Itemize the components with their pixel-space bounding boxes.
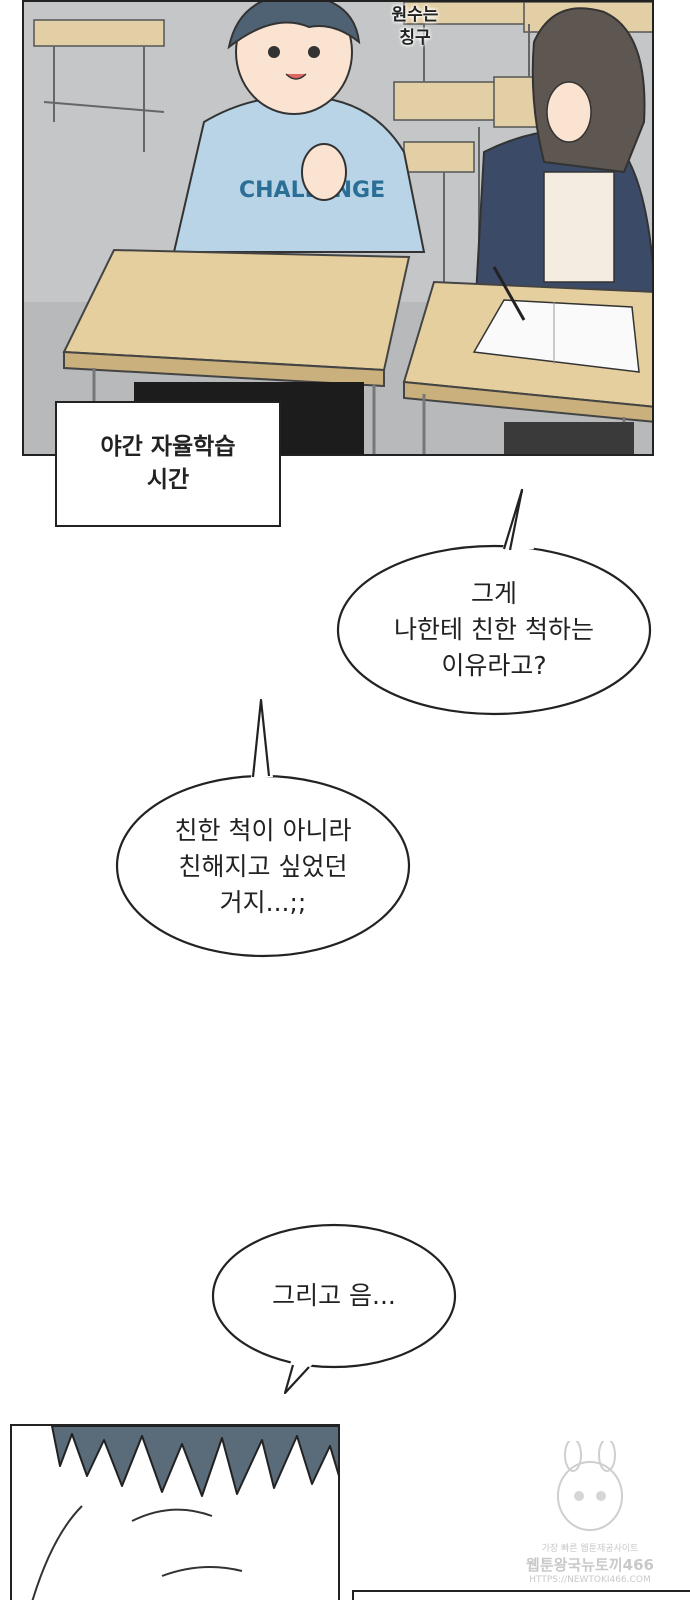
- watermark-line-2: 웹툰왕국뉴토끼466: [526, 1556, 654, 1574]
- panel-classroom: CHALLENGE: [22, 0, 654, 456]
- sfx-line-1: 원수는: [391, 5, 439, 25]
- panel-next-edge: [352, 1590, 690, 1600]
- speech-bubble-3-text: 그리고 음...: [219, 1251, 449, 1341]
- sfx-text: 원수는 칭구: [380, 4, 450, 50]
- speech-bubble-1: 그게 나한테 친한 척하는 이유라고?: [334, 488, 654, 720]
- girl-figure: [472, 7, 652, 333]
- speech-bubble-3-shape: [211, 1223, 457, 1395]
- bubble-2-line-3: 거지...;;: [219, 888, 307, 918]
- sfx-line-2: 칭구: [399, 27, 431, 48]
- watermark-line-3: HTTPS://NEWTOKI466.COM: [529, 1575, 651, 1585]
- closeup-illustration: [31, 1426, 338, 1600]
- panel-closeup: [10, 1424, 340, 1600]
- speech-bubble-3: 그리고 음...: [209, 1221, 459, 1397]
- bubble-3-line-1: 그리고 음...: [272, 1280, 396, 1310]
- bubble-2-line-1: 친한 척이 아니라: [174, 815, 352, 845]
- watermark-mascot-icon: [557, 1441, 623, 1531]
- speech-bubble-1-text: 그게 나한테 친한 척하는 이유라고?: [344, 560, 644, 700]
- watermark-line-1: 가장 빠른 웹툰제공사이트: [541, 1544, 639, 1554]
- speech-bubble-1-shape: [336, 488, 652, 716]
- speech-bubble-2-text: 친한 척이 아니라 친해지고 싶었던 거지...;;: [123, 792, 403, 942]
- speech-bubble-2: 친한 척이 아니라 친해지고 싶었던 거지...;;: [113, 696, 413, 960]
- bubble-1-line-2: 나한테 친한 척하는: [394, 614, 594, 644]
- speech-bubble-2-shape: [115, 698, 411, 958]
- bubble-2-line-2: 친해지고 싶었던: [178, 851, 348, 881]
- boy-figure: CHALLENGE: [172, 2, 426, 253]
- bubble-1-line-3: 이유라고?: [441, 651, 547, 681]
- classroom-illustration: CHALLENGE: [24, 2, 652, 454]
- watermark: 가장 빠른 웹툰제공사이트 웹툰왕국뉴토끼466 HTTPS://NEWTOKI…: [520, 1405, 660, 1585]
- bubble-1-line-1: 그게: [470, 578, 517, 608]
- caption-line-2: 시간: [146, 467, 190, 493]
- caption-line-1: 야간 자율학습: [100, 433, 236, 460]
- caption-box: 야간 자율학습 시간: [55, 401, 281, 527]
